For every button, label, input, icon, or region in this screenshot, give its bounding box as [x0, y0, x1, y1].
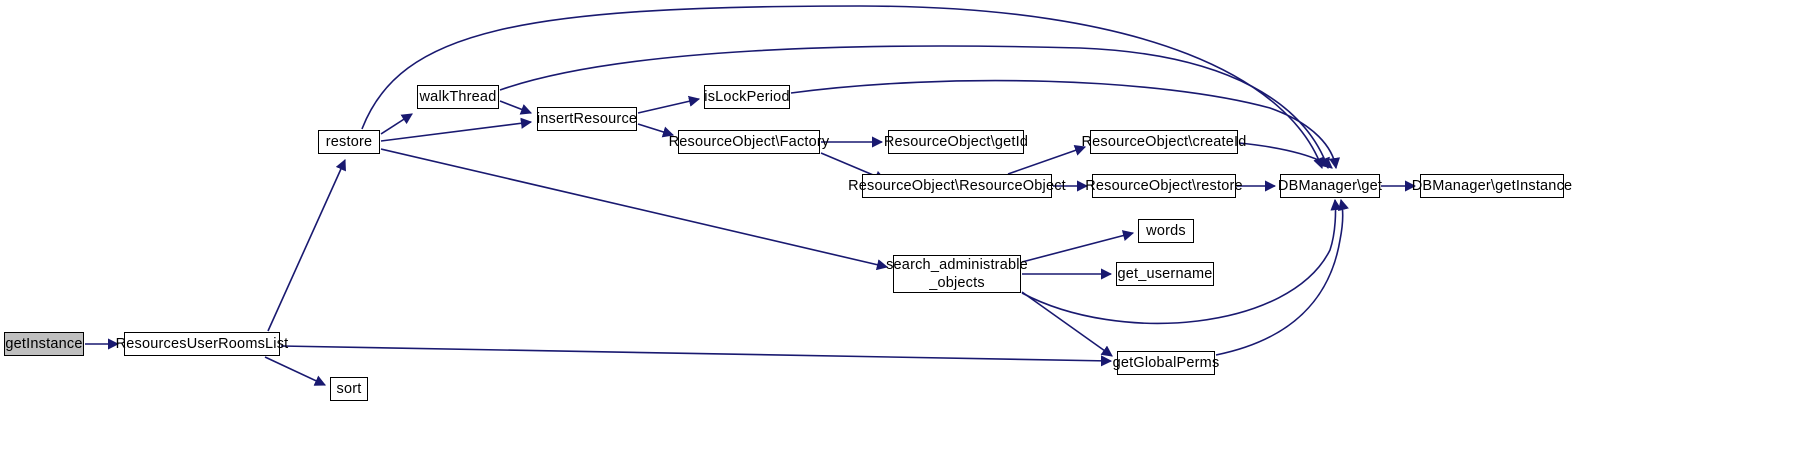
edge-createid-to-dbmanagerget	[1238, 142, 1333, 169]
node-insertresource[interactable]: insertResource	[537, 107, 637, 131]
edge-resourcesuserroomslist-to-sort	[264, 356, 327, 386]
node-restore[interactable]: restore	[318, 130, 380, 154]
edge-resourceobject-to-createid	[1007, 145, 1087, 175]
edge-insertresource-to-resourceobject-factory	[637, 123, 675, 138]
node-resourceobject-createid[interactable]: ResourceObject\createId	[1082, 130, 1246, 154]
edge-resourcesuserroomslist-to-restore	[267, 158, 346, 332]
node-search-administrable-objects[interactable]: search_administrable _objects	[886, 255, 1028, 293]
edge-walkthread-to-dbmanagerget-arc	[499, 45, 1330, 170]
node-sort[interactable]: sort	[330, 377, 368, 401]
node-resourceobject-restore[interactable]: ResourceObject\restore	[1085, 174, 1243, 198]
node-islockperiod[interactable]: isLockPeriod	[704, 85, 790, 109]
edge-insertresource-to-islockperiod	[637, 95, 701, 114]
node-walkthread[interactable]: walkThread	[417, 85, 499, 109]
edge-search-to-getglobalperms	[1021, 291, 1113, 357]
node-resourcesuserroomslist[interactable]: ResourcesUserRoomsList	[116, 332, 288, 356]
node-dbmanager-getinstance[interactable]: DBManager\getInstance	[1412, 174, 1572, 198]
node-resourceobject-getid[interactable]: ResourceObject\getId	[884, 130, 1028, 154]
edge-restore-to-insertresource	[380, 117, 533, 142]
edge-resourcesuserroomslist-to-getglobalperms	[280, 345, 1113, 367]
node-getinstance[interactable]: getInstance	[4, 332, 84, 356]
node-get-username[interactable]: get_username	[1116, 262, 1214, 286]
edge-getglobalperms-to-dbmanagerget-arc	[1215, 198, 1349, 356]
edge-islockperiod-to-dbmanagerget-arc	[790, 79, 1341, 170]
node-dbmanager-get[interactable]: DBManager\get	[1278, 174, 1382, 198]
edge-walkthread-to-insertresource	[499, 100, 533, 115]
edge-restore-to-search-administrable-objects	[380, 148, 889, 271]
node-getglobalperms[interactable]: getGlobalPerms	[1113, 351, 1219, 375]
edge-restore-to-walkthread	[380, 113, 413, 135]
node-resourceobject-resourceobject[interactable]: ResourceObject\ResourceObject	[848, 174, 1066, 198]
node-words[interactable]: words	[1138, 219, 1194, 243]
edge-search-to-dbmanagerget-arc	[1021, 198, 1342, 325]
node-resourceobject-factory[interactable]: ResourceObject\Factory	[669, 130, 829, 154]
edge-search-to-words	[1021, 230, 1135, 263]
